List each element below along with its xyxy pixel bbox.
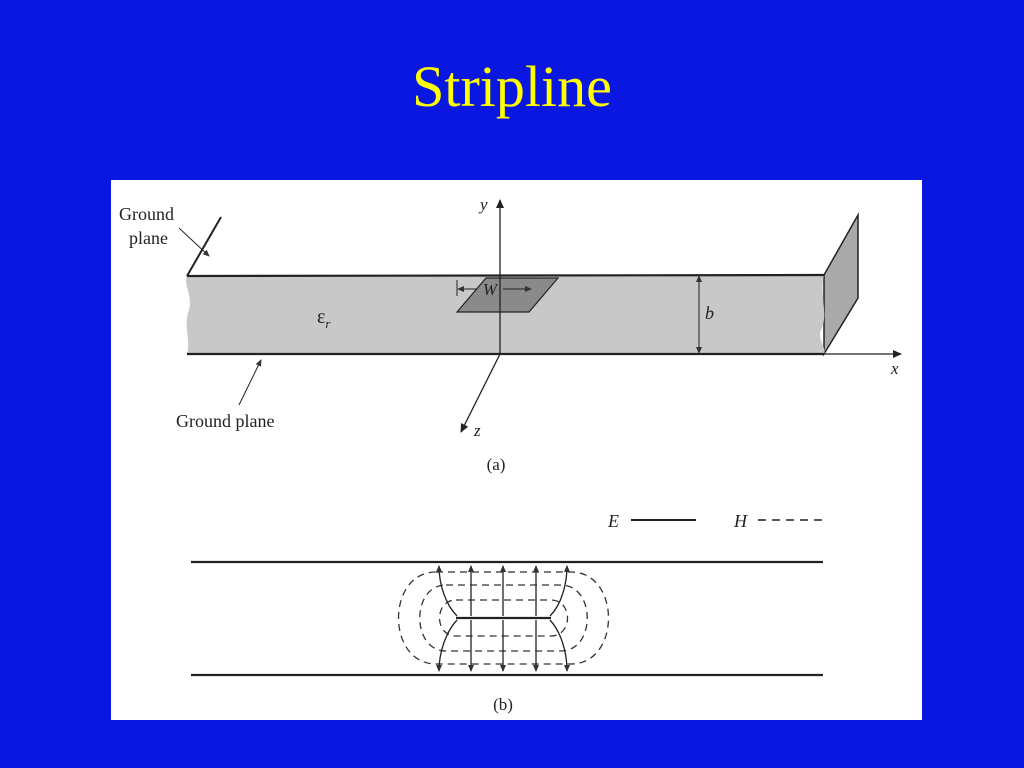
slide-title: Stripline <box>412 54 612 119</box>
legend-e-label: E <box>607 511 619 531</box>
height-label: b <box>705 303 714 323</box>
caption-a: (a) <box>487 455 506 474</box>
ground-plane-top-pointer <box>178 227 210 257</box>
h-field-loop-outer <box>397 571 610 665</box>
e-line-up-right <box>549 565 570 617</box>
z-axis <box>460 353 501 433</box>
dielectric-front-face <box>186 275 825 354</box>
caption-b: (b) <box>493 695 513 714</box>
h-field-loop-inner <box>439 599 568 637</box>
e-line-down-right <box>549 619 570 672</box>
dielectric-side-face <box>823 212 859 357</box>
x-axis-label: x <box>890 359 899 378</box>
ground-plane-bottom-pointer <box>238 359 262 406</box>
e-line-down-left <box>436 619 458 672</box>
h-field-loop-middle <box>419 584 588 652</box>
permittivity-label: εr <box>317 306 331 331</box>
y-axis-label: y <box>478 195 488 214</box>
ground-plane-bottom-label: Ground plane <box>176 411 274 431</box>
legend-h-label: H <box>733 511 748 531</box>
top-ground-plane <box>186 273 825 278</box>
e-line-up-left <box>436 565 458 617</box>
top-ground-plane-corner <box>186 216 222 277</box>
z-axis-label: z <box>473 421 481 440</box>
width-label: W <box>483 280 499 299</box>
field-lines-view: E H <box>191 511 823 714</box>
e-field-lines <box>436 565 570 672</box>
